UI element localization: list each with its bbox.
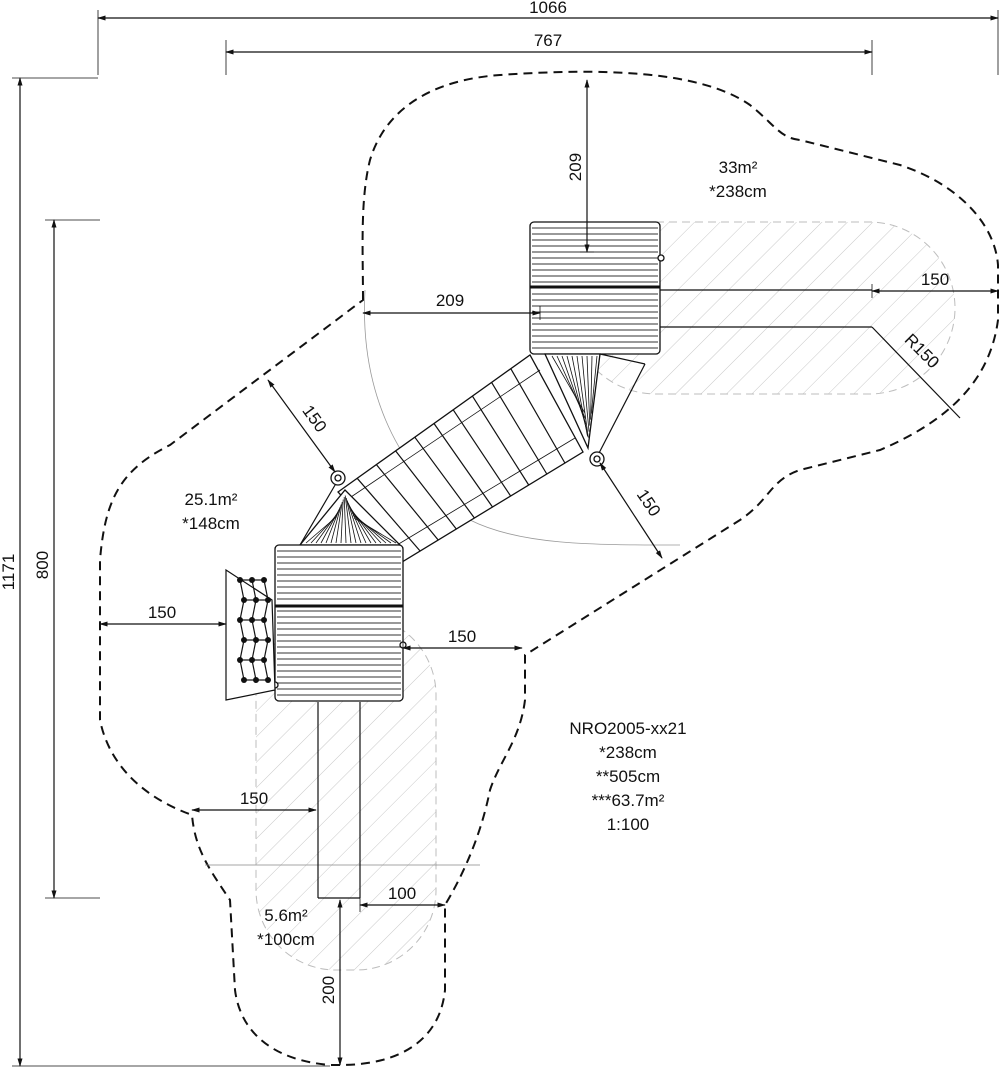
upper-slide-runout-zone [569,221,956,395]
dim-left-to-tower-label: 209 [436,291,464,310]
dim-inner-width-label: 767 [534,31,562,50]
dim-diag-lower-right: 150 [599,462,665,559]
dim-lower-slide-right: 100 [359,884,446,912]
dim-total-height-label: 1171 [0,554,18,591]
dim-total-width-label: 1066 [529,0,567,17]
upper-tower [529,221,665,355]
climbing-net [225,568,276,701]
dim-net-clearance-label: 150 [148,603,176,622]
left-zone-label: 25.1m² *148cm [182,490,240,533]
bottom-zone-label: 5.6m² *100cm [257,906,315,949]
dim-total-width: 1066 [97,0,999,75]
left-zone-area: 25.1m² [185,490,238,509]
dim-inner-height-label: 800 [33,551,52,579]
dim-tower-right-clearance-label: 150 [448,627,476,646]
dim-slide-side-clearance: 150 [871,270,999,298]
info-line-2: **505cm [596,767,660,786]
dim-lower-slide-exit: 200 [319,899,343,1066]
left-zone-height: *148cm [182,514,240,533]
dim-lower-slide-left: 150 [191,789,317,813]
dim-inner-height: 800 [33,219,100,899]
dim-diag-upper-left: 150 [267,379,336,473]
dim-tower-right-clearance: 150 [402,627,523,655]
dim-lower-slide-exit-label: 200 [319,976,338,1004]
dim-slide-side-clearance-label: 150 [921,270,949,289]
upper-zone-height: *238cm [709,182,767,201]
safety-zone-outline [99,70,999,1066]
lower-tower [271,544,407,702]
connecting-bridge [298,353,646,563]
dim-top-clearance-label: 209 [566,153,585,181]
info-line-3: ***63.7m² [592,791,665,810]
drawing-scale: 1:100 [607,815,650,834]
dim-left-to-tower: 209 [362,291,541,320]
dim-lower-slide-right-label: 100 [388,884,416,903]
upper-zone-label: 33m² *238cm [709,158,767,201]
bottom-zone-height: *100cm [257,930,315,949]
info-block: NRO2005-xx21 *238cm **505cm ***63.7m² 1:… [569,719,686,834]
lower-slide [317,702,361,899]
dim-net-clearance: 150 [99,603,227,631]
upper-slide [660,289,961,419]
upper-zone-area: 33m² [719,158,758,177]
lower-slide-runout-zone [255,614,437,971]
dim-top-clearance: 209 [566,79,594,253]
dim-diag-lower-right-label: 150 [633,486,665,520]
dim-diag-upper-left-label: 150 [298,402,330,436]
dim-inner-width: 767 [225,31,873,75]
dim-total-height: 1171 [0,77,330,1067]
bottom-zone-area: 5.6m² [264,906,308,925]
dim-lower-slide-left-label: 150 [240,789,268,808]
info-line-1: *238cm [599,743,657,762]
model-number: NRO2005-xx21 [569,719,686,738]
